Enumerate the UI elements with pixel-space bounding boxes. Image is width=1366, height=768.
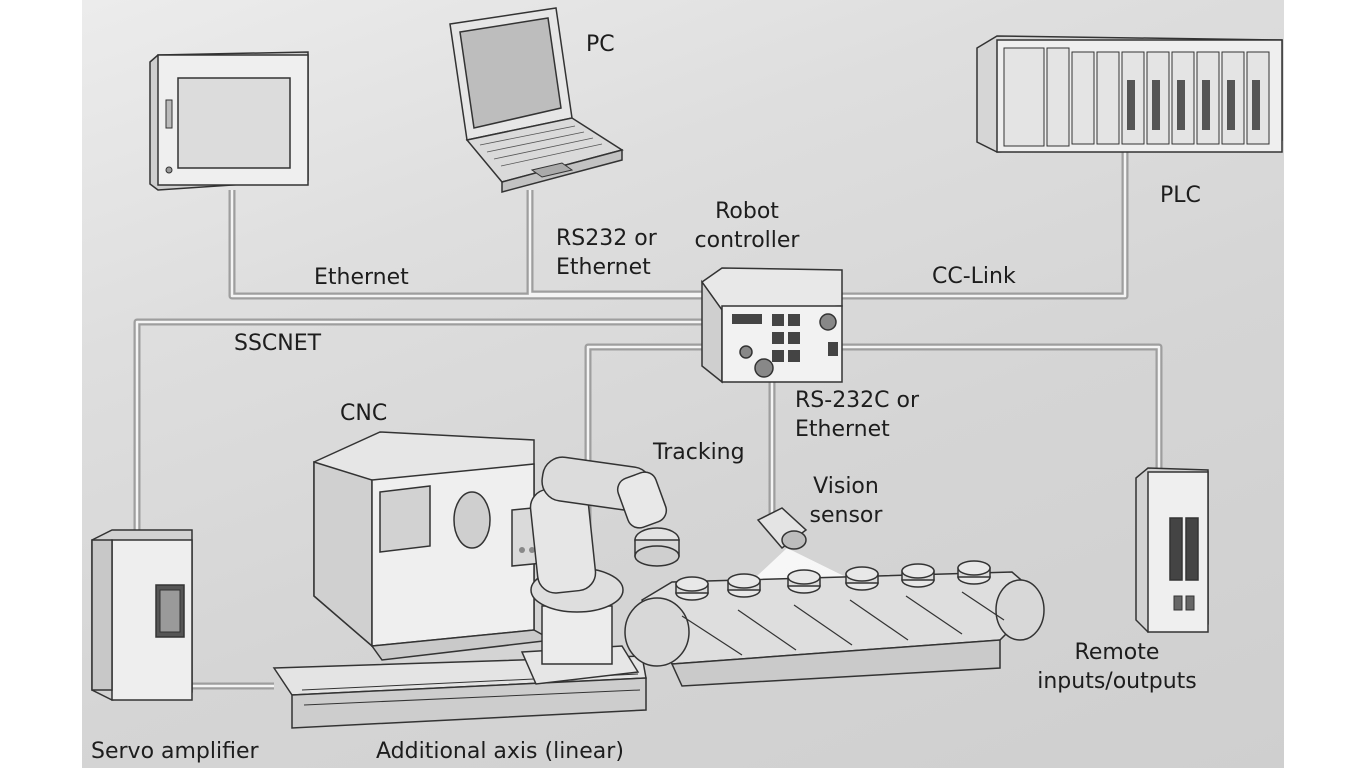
vision-sensor-line1: Vision	[813, 474, 879, 499]
sscnet-label: SSCNET	[234, 331, 322, 356]
plc-label: PLC	[1160, 183, 1201, 208]
remote-io-label: Remote inputs/outputs	[1032, 638, 1202, 696]
robot-controller-unit	[700, 267, 843, 384]
rs232-or-ethernet-line2: Ethernet	[556, 255, 651, 280]
touch-panel-hmi	[149, 51, 309, 191]
vision-sensor-line2: sensor	[809, 503, 883, 528]
tracking-label: Tracking	[653, 440, 745, 465]
rs232-or-ethernet-label: RS232 or Ethernet	[556, 224, 657, 282]
robot-arm	[520, 456, 680, 685]
rs232c-or-ethernet-line1: RS-232C or	[795, 388, 920, 413]
cc-link-label: CC-Link	[932, 264, 1016, 289]
cnc-label: CNC	[340, 401, 388, 426]
additional-axis-label: Additional axis (linear)	[376, 739, 624, 764]
rs232-or-ethernet-line1: RS232 or	[556, 226, 657, 251]
system-diagram: PC Robot controller RS232 or Ethernet PL…	[82, 0, 1284, 768]
robot-controller-label: Robot controller	[682, 197, 812, 255]
robot-controller-label-line1: Robot	[715, 199, 779, 224]
servo-amplifier-unit	[91, 529, 193, 701]
plc-rack	[976, 35, 1283, 153]
rs232c-or-ethernet-line2: Ethernet	[795, 417, 890, 442]
pc-label: PC	[586, 32, 615, 57]
robot-controller-label-line2: controller	[694, 228, 800, 253]
cable-network	[133, 150, 1163, 690]
diagram-graphics	[91, 7, 1283, 729]
conveyor-belt	[624, 560, 1045, 687]
rs232c-or-ethernet-label: RS-232C or Ethernet	[795, 386, 919, 444]
laptop-pc	[449, 7, 624, 193]
remote-io-line1: Remote	[1074, 640, 1160, 665]
remote-io-line2: inputs/outputs	[1037, 669, 1197, 694]
vision-sensor-label: Vision sensor	[798, 472, 894, 530]
servo-amplifier-label: Servo amplifier	[91, 739, 259, 764]
ethernet-label: Ethernet	[314, 265, 409, 290]
remote-io-unit	[1135, 467, 1209, 633]
